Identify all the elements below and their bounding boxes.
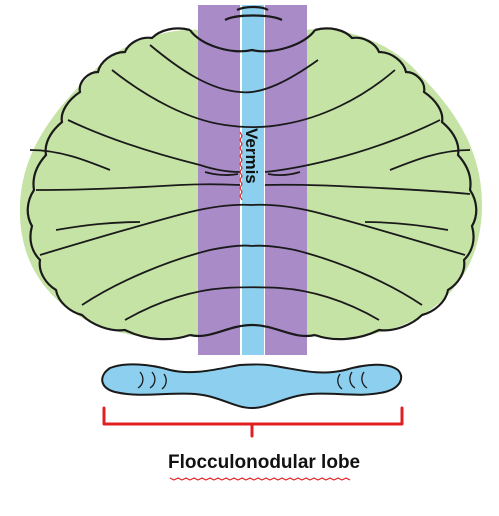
flocculonodular-bracket xyxy=(102,406,404,438)
cerebellum-outline xyxy=(26,5,478,341)
vermis-band-right xyxy=(265,5,307,355)
vermis-band-left xyxy=(198,5,240,355)
lobe-spellcheck-squiggle xyxy=(169,477,351,481)
vermis-label: Vermis xyxy=(242,128,261,184)
nodule-folia xyxy=(137,371,368,390)
fissure-lines xyxy=(29,44,471,321)
flocculonodular-lobe-label: Flocculonodular lobe xyxy=(168,452,361,473)
left-hemisphere-fill xyxy=(19,29,201,338)
vermis-spellcheck-squiggle xyxy=(239,131,243,201)
right-hemisphere-fill xyxy=(305,29,482,338)
flocculonodular-lobe-shape xyxy=(101,363,403,410)
